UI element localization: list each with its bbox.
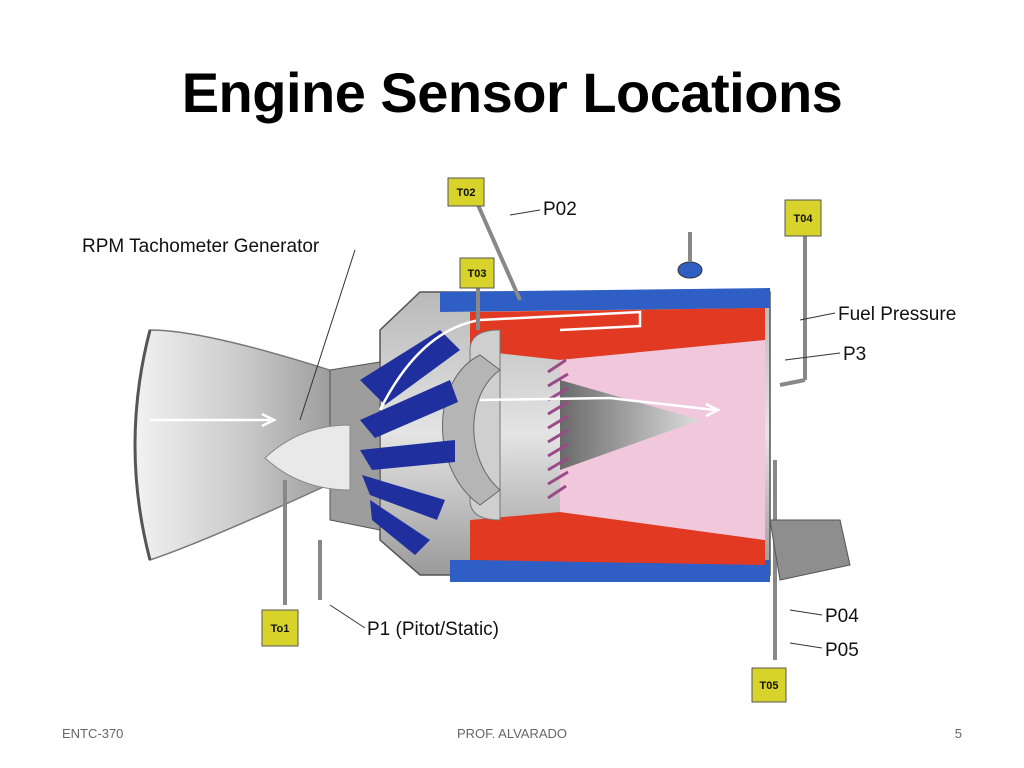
footer-page-number: 5 xyxy=(954,726,962,741)
label-p05: P05 xyxy=(825,640,859,661)
sensor-t04-label: T04 xyxy=(794,213,814,225)
label-p04: P04 xyxy=(825,606,859,627)
footer-author: PROF. ALVARADO xyxy=(456,726,568,741)
sensor-t01: To1 xyxy=(261,609,299,647)
turbine-blades xyxy=(547,358,569,500)
sensor-t03: T03 xyxy=(459,257,495,289)
exhaust-cone xyxy=(560,380,700,470)
sensor-t01-label: To1 xyxy=(271,623,290,635)
sensor-t04: T04 xyxy=(784,199,822,237)
slide-title: Engine Sensor Locations xyxy=(181,61,843,124)
leader-lines xyxy=(299,209,841,649)
inlet-spinner xyxy=(264,424,351,491)
label-p3: P3 xyxy=(843,344,866,365)
sensor-t03-label: T03 xyxy=(468,268,487,280)
sensor-t02: T02 xyxy=(447,177,485,207)
label-fuel-pressure: Fuel Pressure xyxy=(838,304,956,325)
nozzle-guide xyxy=(560,340,765,540)
fuel-inlet-fitting xyxy=(677,261,703,279)
mounting-bracket xyxy=(769,519,851,581)
compressor-impeller xyxy=(360,330,460,555)
label-rpm-tachometer: RPM Tachometer Generator xyxy=(82,236,320,257)
inlet-rim xyxy=(133,329,152,561)
outer-shell-top xyxy=(440,288,770,312)
combustion-liner-top xyxy=(470,308,765,360)
footer-course-code: ENTC-370 xyxy=(62,726,124,741)
sensor-t02-label: T02 xyxy=(457,187,476,199)
sensor-t05: T05 xyxy=(751,667,787,703)
label-p1-pitot-static: P1 (Pitot/Static) xyxy=(367,619,499,640)
label-p02: P02 xyxy=(543,199,577,220)
outer-shell-bottom xyxy=(450,560,770,582)
sensor-probes xyxy=(283,204,807,660)
sensor-t05-label: T05 xyxy=(760,680,779,692)
combustion-liner-bottom xyxy=(470,512,765,565)
